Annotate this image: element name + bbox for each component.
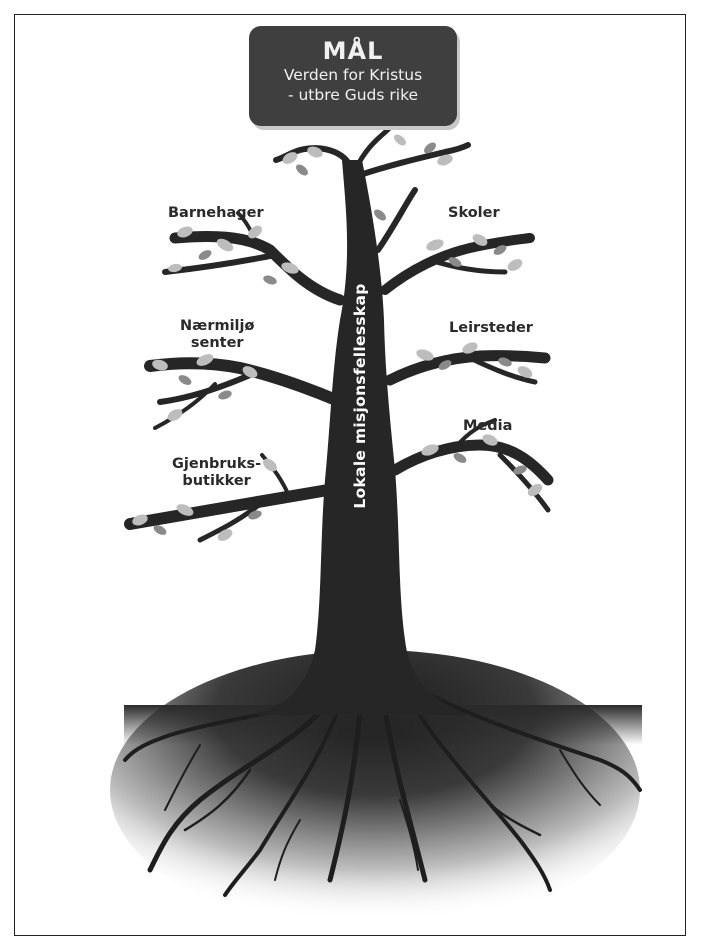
trunk-label: Lokale misjonsfellesskap: [351, 283, 369, 508]
goal-line-1: Verden for Kristus: [249, 65, 457, 85]
branch-label-naermiljo: Nærmiljø senter: [180, 318, 254, 352]
branch-label-line: Barnehager: [168, 205, 264, 221]
goal-line-2: - utbre Guds rike: [249, 85, 457, 105]
branch-label-line: senter: [180, 335, 254, 352]
branch-label-line: Skoler: [448, 205, 500, 221]
goal-box: MÅL Verden for Kristus - utbre Guds rike: [249, 26, 457, 126]
branch-label-media: Media: [463, 418, 512, 435]
branch-label-line: Gjenbruks-: [172, 456, 261, 473]
branch-label-line: Nærmiljø: [180, 318, 254, 335]
branch-label-gjenbruks: Gjenbruks- butikker: [172, 456, 261, 490]
branch-label-line: Media: [463, 418, 512, 434]
branch-label-line: butikker: [172, 473, 261, 490]
goal-title: MÅL: [249, 37, 457, 65]
branch-label-skoler: Skoler: [448, 205, 500, 222]
branch-label-barnehager: Barnehager: [168, 205, 264, 222]
branch-label-line: Leirsteder: [449, 320, 533, 336]
branch-label-leirsteder: Leirsteder: [449, 320, 533, 337]
